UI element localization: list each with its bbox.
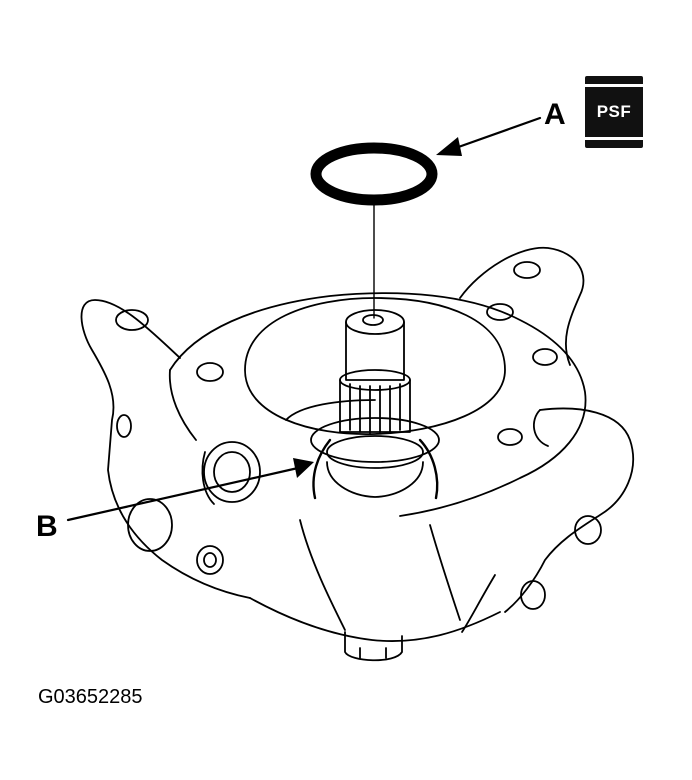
- psf-fluid-icon: PSF: [585, 76, 643, 148]
- callout-label-a: A: [544, 98, 566, 131]
- leader-arrow-b: [66, 458, 314, 522]
- pump-body: [80, 246, 635, 662]
- callout-label-b: B: [36, 510, 58, 543]
- shaft: [339, 309, 411, 434]
- badge-label: PSF: [596, 102, 632, 121]
- o-ring: [310, 142, 438, 206]
- leader-arrow-a: [436, 116, 542, 156]
- figure-id: G03652285: [38, 686, 143, 708]
- oil-seal: [285, 399, 440, 500]
- badge-stripe: [585, 137, 643, 140]
- badge-stripe: [585, 84, 643, 87]
